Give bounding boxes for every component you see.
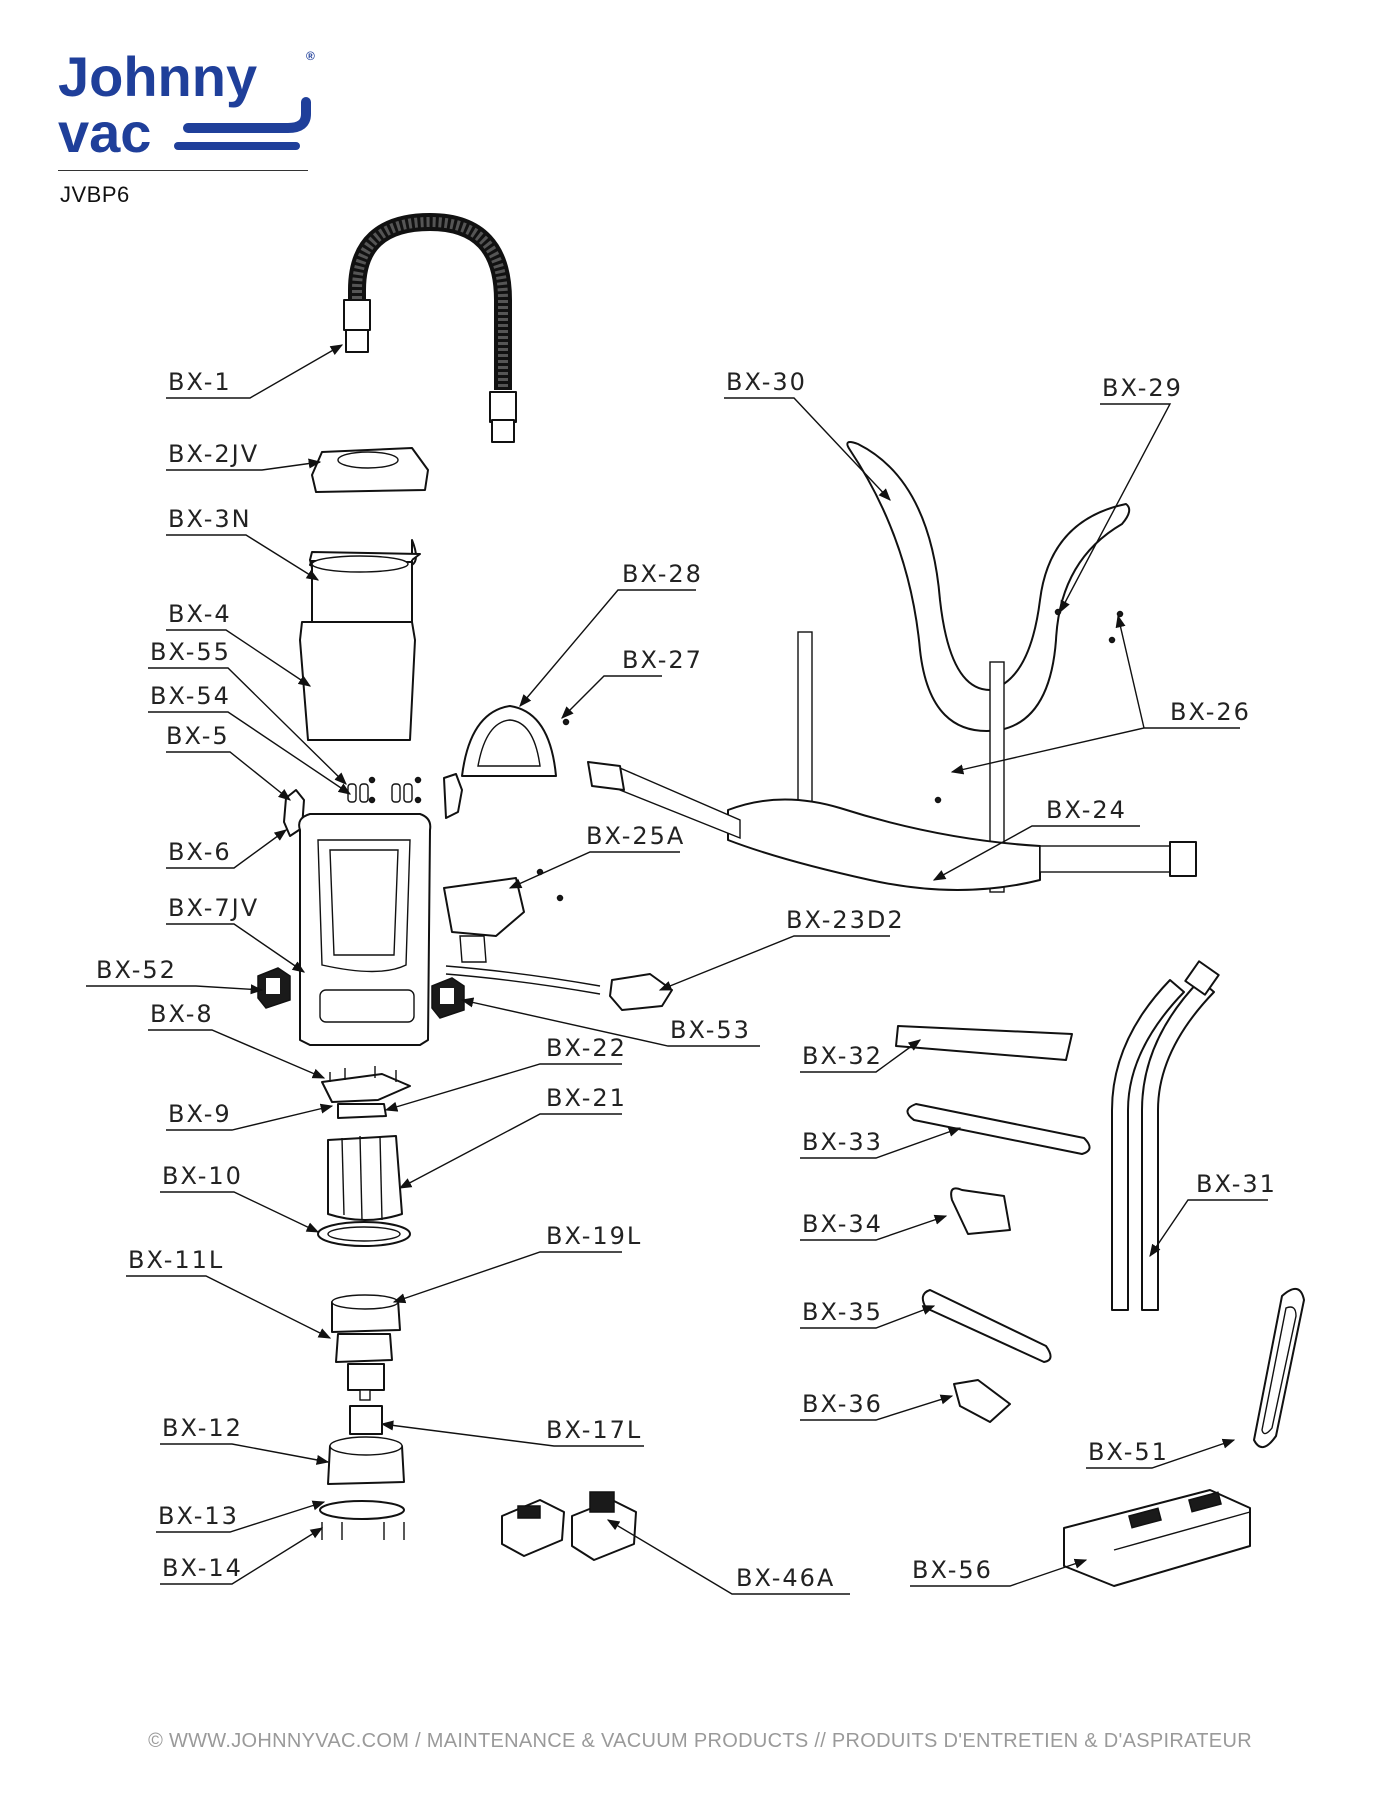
canister-body-part: [298, 813, 432, 1046]
leader-lines: [86, 344, 1268, 1595]
callout-bx56: BX-56: [912, 1556, 993, 1584]
callout-bx2jv: BX-2JV: [168, 440, 259, 468]
callout-bx3n: BX-3N: [168, 505, 252, 533]
callout-bx54: BX-54: [150, 682, 231, 710]
callout-bx28: BX-28: [622, 560, 703, 588]
callout-bx21: BX-21: [546, 1084, 627, 1112]
base-stack-parts: [319, 1405, 405, 1540]
callout-bx55: BX-55: [150, 638, 231, 666]
callout-bx53: BX-53: [670, 1016, 751, 1044]
callout-bx46a: BX-46A: [736, 1564, 835, 1592]
shoulder-strap-part: [1253, 1288, 1305, 1448]
callout-bx52: BX-52: [96, 956, 177, 984]
callout-bx6: BX-6: [168, 838, 232, 866]
power-cable-part: [445, 965, 673, 1011]
callout-bx29: BX-29: [1102, 374, 1183, 402]
mount-plate-part: [321, 1066, 411, 1119]
callout-bx5: BX-5: [166, 722, 230, 750]
callout-bx24: BX-24: [1046, 796, 1127, 824]
harness-bracket-parts: [443, 705, 570, 963]
callout-bx4: BX-4: [168, 600, 232, 628]
callout-bx1: BX-1: [168, 368, 232, 396]
callout-bx19l: BX-19L: [546, 1222, 642, 1250]
logo-word-johnny: Johnny: [58, 45, 257, 108]
logo-word-vac: vac: [58, 101, 151, 164]
harness-frame-part: [587, 441, 1197, 893]
callout-labels: BX-1 BX-2JV BX-3N BX-4 BX-55 BX-54 BX-5 …: [96, 368, 1277, 1592]
extension-wands: [1111, 960, 1220, 1311]
motor-part: [317, 1135, 411, 1247]
callout-bx27: BX-27: [622, 646, 703, 674]
callout-bx11l: BX-11L: [128, 1246, 224, 1274]
hose-part: [343, 212, 517, 443]
callout-bx14: BX-14: [162, 1554, 243, 1582]
logo-divider: [58, 170, 308, 171]
callout-bx9: BX-9: [168, 1100, 232, 1128]
registered-mark: ®: [306, 49, 315, 63]
callout-bx34: BX-34: [802, 1210, 883, 1238]
callout-bx51: BX-51: [1088, 1438, 1169, 1466]
model-number: JVBP6: [60, 182, 130, 207]
filter-part: [309, 539, 421, 631]
callout-bx36: BX-36: [802, 1390, 883, 1418]
callout-bx26: BX-26: [1170, 698, 1251, 726]
latch-clips: [347, 776, 422, 804]
fan-housing-part: [331, 1294, 401, 1401]
switch-parts: [257, 967, 465, 1019]
callout-bx33: BX-33: [802, 1128, 883, 1156]
lid-part: [311, 447, 429, 493]
logo-swoosh: [183, 97, 311, 133]
callout-bx8: BX-8: [150, 1000, 214, 1028]
callout-bx25a: BX-25A: [586, 822, 685, 850]
charger-part: [1063, 1489, 1251, 1587]
footer-copyright: © WWW.JOHNNYVAC.COM / MAINTENANCE & VACU…: [148, 1730, 1252, 1752]
callout-bx7jv: BX-7JV: [168, 894, 259, 922]
callout-bx12: BX-12: [162, 1414, 243, 1442]
callout-bx32: BX-32: [802, 1042, 883, 1070]
bag-part: [299, 621, 416, 741]
callout-bx13: BX-13: [158, 1502, 239, 1530]
cleaning-tools: [895, 1025, 1091, 1423]
battery-parts: [501, 1491, 637, 1561]
callout-bx35: BX-35: [802, 1298, 883, 1326]
callout-bx30: BX-30: [726, 368, 807, 396]
callout-bx22: BX-22: [546, 1034, 627, 1062]
callout-bx10: BX-10: [162, 1162, 243, 1190]
johnny-vac-logo: Johnny vac ®: [58, 45, 315, 164]
callout-bx17l: BX-17L: [546, 1416, 642, 1444]
callout-bx23d2: BX-23D2: [786, 906, 905, 934]
callout-bx31: BX-31: [1196, 1170, 1277, 1198]
